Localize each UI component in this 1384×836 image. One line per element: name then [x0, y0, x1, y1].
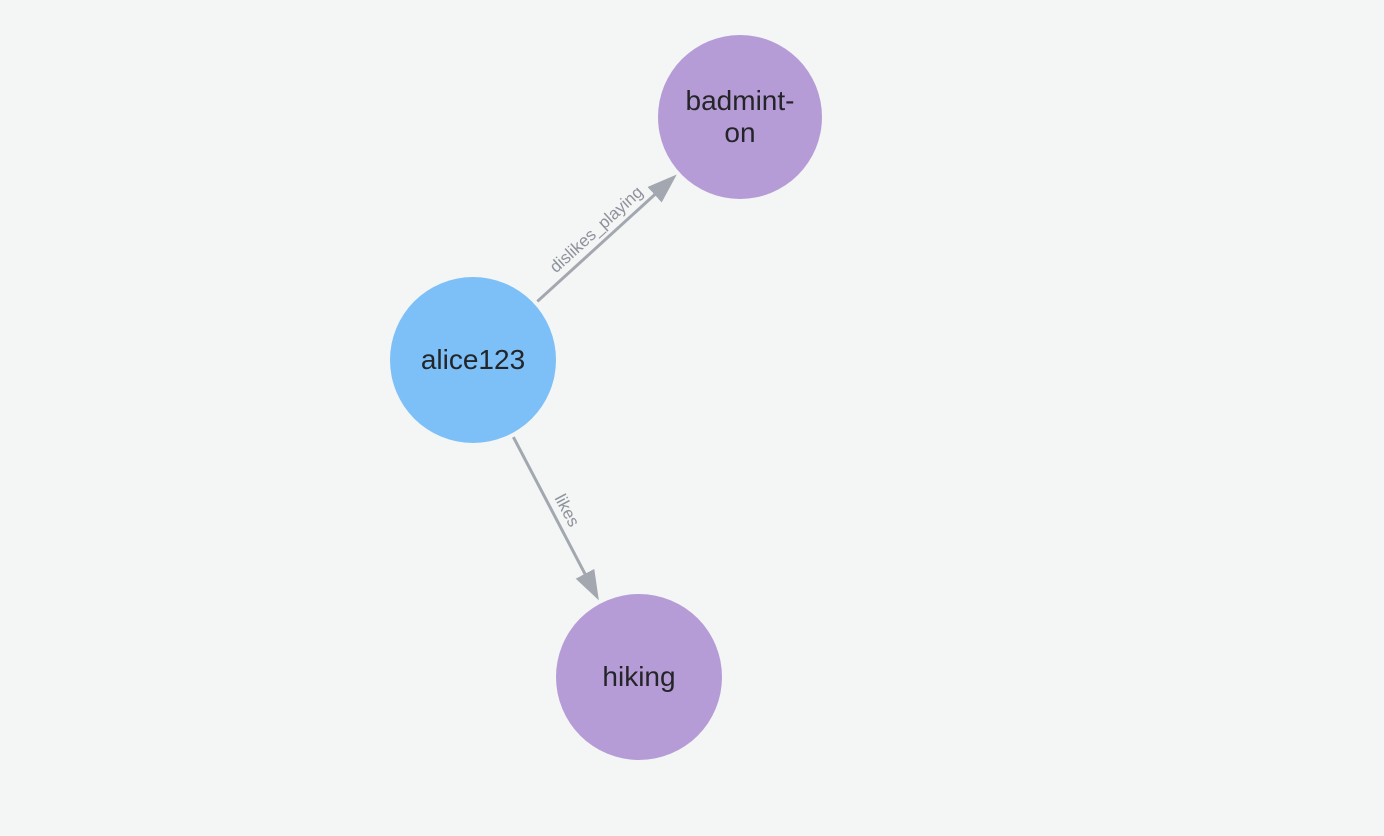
node-label-line: hiking [602, 661, 676, 692]
node-label-line: on [724, 117, 756, 148]
graph-node-hiking[interactable]: hiking [556, 594, 722, 760]
edge-line[interactable] [512, 436, 599, 601]
graph-edge-dislikes_playing[interactable]: dislikes_playing [536, 174, 677, 303]
edge-label: dislikes_playing [546, 182, 647, 276]
node-label-line: badmint- [685, 85, 795, 116]
edge-line[interactable] [536, 174, 677, 303]
graph-node-alice123[interactable]: alice123 [390, 277, 556, 443]
edge-label: likes [551, 491, 584, 530]
node-label-line: alice123 [420, 344, 526, 375]
graph-node-badminton[interactable]: badmint-on [658, 35, 822, 199]
graph-edge-likes[interactable]: likes [512, 436, 599, 601]
